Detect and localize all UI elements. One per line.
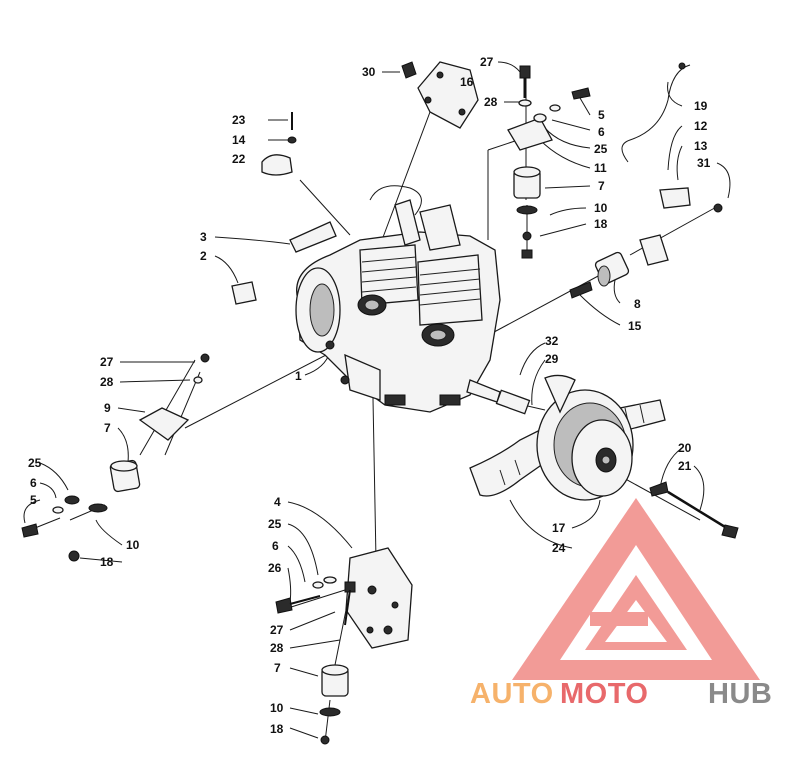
callout-5-left: 5 [30,493,37,507]
callout-25-top: 25 [594,142,608,156]
callout-32: 32 [545,334,559,348]
leader-lines [23,61,731,743]
callout-21: 21 [678,459,692,473]
callout-7-lower: 7 [274,661,281,675]
callout-13: 13 [694,139,708,153]
callout-6-top: 6 [598,125,605,139]
callout-6-lower: 6 [272,539,279,553]
callout-5-top: 5 [598,108,605,122]
callout-7-left: 7 [104,421,111,435]
callout-26: 26 [268,561,282,575]
callout-12: 12 [694,119,708,133]
callout-27-lower: 27 [270,623,284,637]
callout-10-left: 10 [126,538,140,552]
callout-23: 23 [232,113,246,127]
callout-11: 11 [594,161,607,175]
callout-29: 29 [545,352,559,366]
callout-22: 22 [232,152,246,166]
callout-25-left: 25 [28,456,42,470]
engine-assembly [295,185,501,413]
spacer-8 [569,251,630,299]
callout-31: 31 [697,156,711,170]
watermark-hub: HUB [708,678,772,710]
watermark-logo [512,498,760,680]
callout-4: 4 [274,495,281,509]
drive-clutch [469,374,739,539]
head-cover [401,61,479,129]
callout-27-left: 27 [100,355,114,369]
upper-right-mount [507,65,591,259]
wire-harness [621,62,723,266]
callout-30: 30 [362,65,376,79]
callout-3: 3 [200,230,207,244]
callout-9: 9 [104,401,111,415]
lower-mount [275,547,413,745]
callout-28-lower: 28 [270,641,284,655]
callout-27-top: 27 [480,55,494,69]
left-mount [21,353,210,562]
callout-19: 19 [694,99,708,113]
callout-18-left: 18 [100,555,114,569]
watermark-text: AUTO MOTO HUB [470,678,772,710]
callout-16: 16 [460,75,474,89]
callout-7-top: 7 [598,179,605,193]
callout-18-lower: 18 [270,722,284,736]
callout-15: 15 [628,319,642,333]
callout-8: 8 [634,297,641,311]
callout-20: 20 [678,441,692,455]
callout-6-left: 6 [30,476,37,490]
callout-18-top: 18 [594,217,608,231]
callout-28-left: 28 [100,375,114,389]
callout-10-top: 10 [594,201,608,215]
callout-1: 1 [295,369,302,383]
callout-24: 24 [552,541,566,555]
callout-28-top: 28 [484,95,498,109]
small-parts-upper-left [231,112,337,305]
watermark-moto: MOTO [560,678,648,710]
callout-labels: 30 16 27 28 5 6 25 11 7 10 18 19 12 13 3… [28,55,711,736]
callout-17: 17 [552,521,566,535]
callout-14: 14 [232,133,246,147]
callout-2: 2 [200,249,207,263]
callout-25-lower: 25 [268,517,282,531]
callout-10-lower: 10 [270,701,284,715]
watermark-auto: AUTO [470,678,554,710]
